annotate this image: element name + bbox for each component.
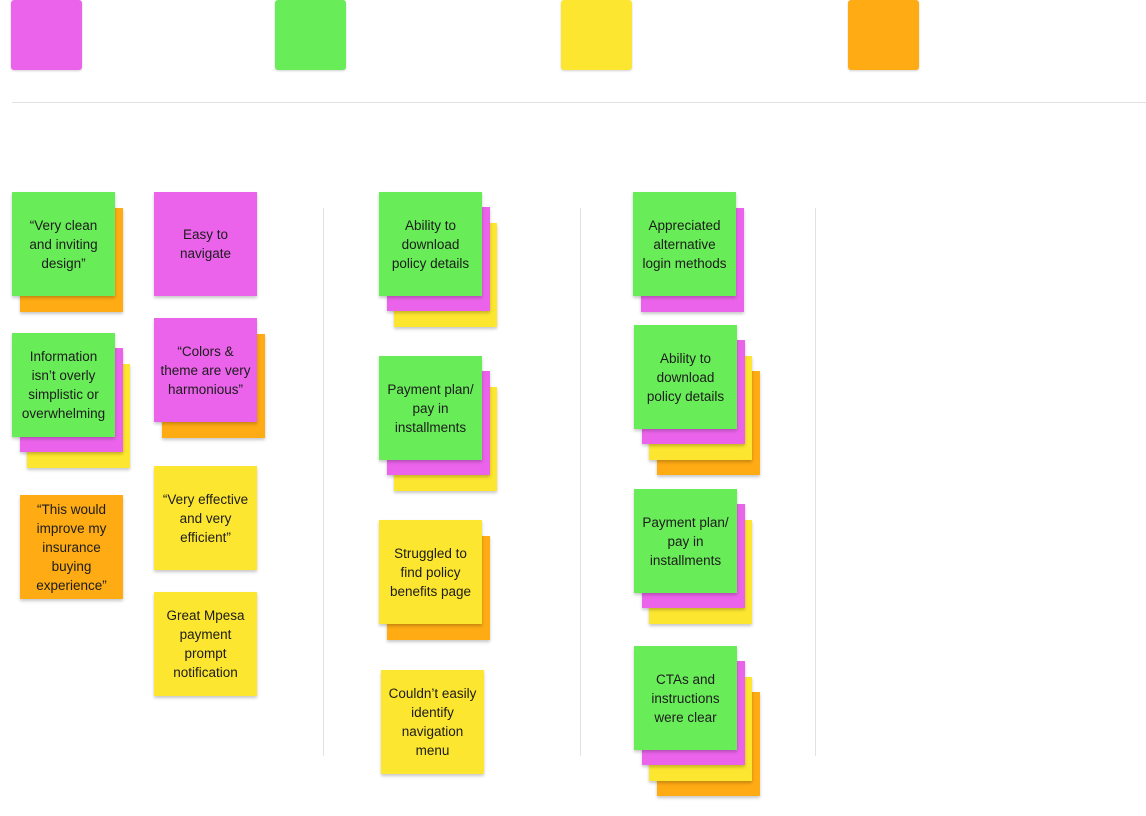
sticky-note-orange[interactable]: “This would improve my insurance buying … bbox=[20, 495, 123, 599]
sticky-note-green[interactable]: Ability to download policy details bbox=[634, 325, 737, 429]
sticky-note-green[interactable]: CTAs and instructions were clear bbox=[634, 646, 737, 750]
sticky-note-text: “Very effective and very efficient” bbox=[162, 491, 249, 545]
column-divider bbox=[323, 208, 324, 756]
sticky-note-green[interactable]: Ability to download policy details bbox=[379, 192, 482, 296]
sticky-note-text: CTAs and instructions were clear bbox=[651, 671, 720, 725]
sticky-note-yellow[interactable]: “Very effective and very efficient” bbox=[154, 466, 257, 570]
sticky-note-text: Information isn’t overly simplistic or o… bbox=[21, 349, 106, 421]
legend-swatch-green bbox=[275, 0, 346, 70]
sticky-note-magenta[interactable]: Easy to navigate bbox=[154, 192, 257, 296]
legend-swatch-orange bbox=[848, 0, 919, 70]
sticky-note-text: “This would improve my insurance buying … bbox=[36, 501, 107, 593]
legend-swatch-yellow bbox=[561, 0, 632, 70]
sticky-note-text: Easy to navigate bbox=[179, 227, 232, 261]
sticky-note-green[interactable]: Payment plan/ pay in installments bbox=[379, 356, 482, 460]
legend-swatch-magenta bbox=[11, 0, 82, 70]
column-divider bbox=[580, 208, 581, 756]
sticky-note-text: Ability to download policy details bbox=[646, 350, 725, 404]
sticky-note-text: Great Mpesa payment prompt notification bbox=[166, 608, 245, 680]
sticky-note-yellow[interactable]: Struggled to find policy benefits page bbox=[379, 520, 482, 624]
sticky-note-text: Couldn’t easily identify navigation menu bbox=[388, 686, 477, 758]
sticky-note-yellow[interactable]: Great Mpesa payment prompt notification bbox=[154, 592, 257, 696]
sticky-note-text: Payment plan/ pay in installments bbox=[387, 381, 474, 435]
sticky-note-yellow[interactable]: Couldn’t easily identify navigation menu bbox=[381, 670, 484, 774]
sticky-note-text: “Colors & theme are very harmonious” bbox=[160, 343, 251, 397]
header-divider bbox=[12, 102, 1146, 103]
sticky-note-text: Struggled to find policy benefits page bbox=[389, 545, 472, 599]
sticky-note-text: “Very clean and inviting design” bbox=[29, 217, 98, 271]
sticky-note-green[interactable]: Payment plan/ pay in installments bbox=[634, 489, 737, 593]
sticky-note-text: Appreciated alternative login methods bbox=[642, 217, 727, 271]
sticky-note-text: Ability to download policy details bbox=[391, 217, 470, 271]
column-divider bbox=[815, 208, 816, 756]
sticky-note-green[interactable]: Appreciated alternative login methods bbox=[633, 192, 736, 296]
sticky-note-green[interactable]: “Very clean and inviting design” bbox=[12, 192, 115, 296]
sticky-note-green[interactable]: Information isn’t overly simplistic or o… bbox=[12, 333, 115, 437]
sticky-note-magenta[interactable]: “Colors & theme are very harmonious” bbox=[154, 318, 257, 422]
sticky-note-text: Payment plan/ pay in installments bbox=[642, 514, 729, 568]
